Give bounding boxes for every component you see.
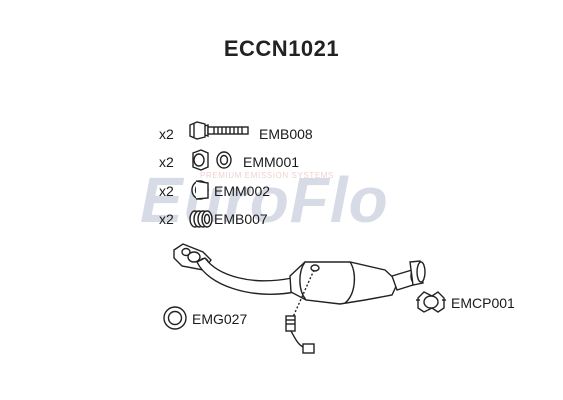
part-qty: x2: [159, 211, 174, 227]
nut-washer-icon: [192, 149, 232, 171]
catalytic-converter-pipe: [173, 243, 426, 305]
watermark-logo: EuroFlo: [140, 164, 389, 236]
watermark-tagline: PREMIUM EMISSION SYSTEMS: [200, 171, 334, 180]
bolt-icon: [189, 121, 249, 140]
gasket-icon: [163, 306, 187, 330]
part-qty: x2: [159, 126, 174, 142]
part-qty: x2: [159, 183, 174, 199]
part-label: EMB007: [214, 211, 268, 227]
spring-nut-icon: [191, 180, 209, 200]
clamp-icon: [416, 291, 446, 313]
part-label: EMCP001: [451, 295, 515, 311]
lambda-sensor: [285, 269, 315, 354]
part-label: EMM002: [214, 183, 271, 199]
part-label: EMM001: [243, 154, 300, 170]
euroflo-watermark: EuroFlo PREMIUM EMISSION SYSTEMS: [140, 164, 389, 236]
part-qty: x2: [159, 154, 174, 170]
part-label: EMB008: [259, 126, 313, 142]
part-label: EMG027: [192, 311, 248, 327]
page-title: ECCN1021: [223, 36, 340, 61]
spring-icon: [189, 210, 213, 228]
